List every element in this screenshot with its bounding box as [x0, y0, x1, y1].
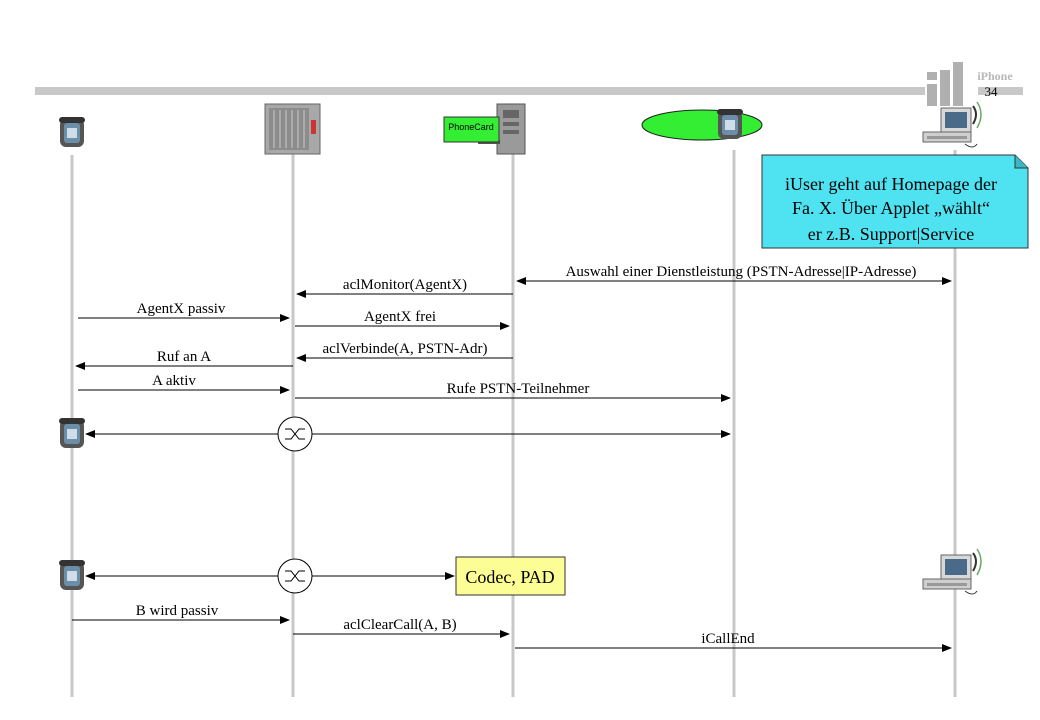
switch-circle-icon — [277, 416, 313, 452]
phonecard-box — [443, 116, 500, 143]
message-label-ruf-an-a: Ruf an A — [157, 349, 211, 365]
page-number: 34 — [985, 84, 999, 99]
message-label-agentx-frei: AgentX frei — [364, 309, 436, 325]
note-line-2: Fa. X. Über Applet „wählt“ — [792, 198, 990, 218]
message-label-a-aktiv: A aktiv — [152, 373, 196, 389]
telephone-icon — [59, 560, 85, 590]
pstn-oval — [641, 109, 763, 141]
note-line-1: iUser geht auf Homepage der — [785, 174, 997, 194]
note-box: iUser geht auf Homepage der Fa. X. Über … — [761, 154, 1029, 249]
message-label-agentx-passiv: AgentX passiv — [137, 301, 226, 317]
message-label-aclverbinde: aclVerbinde(A, PSTN-Adr) — [323, 341, 488, 357]
header-bar — [35, 87, 925, 95]
telephone-icon — [59, 418, 85, 448]
message-label-b-wird-passiv: B wird passiv — [136, 603, 219, 619]
phonecard-label: PhoneCard — [448, 122, 494, 132]
computer-icon — [922, 101, 982, 148]
header-bar-right — [978, 87, 1023, 95]
switch-circle-icon — [277, 558, 313, 594]
computer-icon — [922, 548, 982, 595]
pbx-switch-icon — [264, 103, 321, 155]
message-label-rufe-pstn: Rufe PSTN-Teilnehmer — [447, 381, 590, 397]
telephone-icon — [59, 117, 85, 147]
brand-name: iPhone — [977, 69, 1013, 83]
message-label-aclclearcall: aclClearCall(A, B) — [343, 617, 456, 633]
codec-box — [455, 556, 566, 596]
message-label-icallend: iCallEnd — [701, 631, 755, 647]
message-label-aclmonitor: aclMonitor(AgentX) — [343, 277, 467, 293]
message-arrows — [72, 277, 952, 652]
brand-logo-icon — [927, 62, 963, 106]
message-label-auswahl: Auswahl einer Dienstleistung (PSTN-Adres… — [566, 264, 917, 280]
note-line-3: er z.B. Support|Service — [808, 224, 975, 244]
codec-label: Codec, PAD — [465, 567, 554, 587]
telephone-icon — [717, 109, 743, 139]
